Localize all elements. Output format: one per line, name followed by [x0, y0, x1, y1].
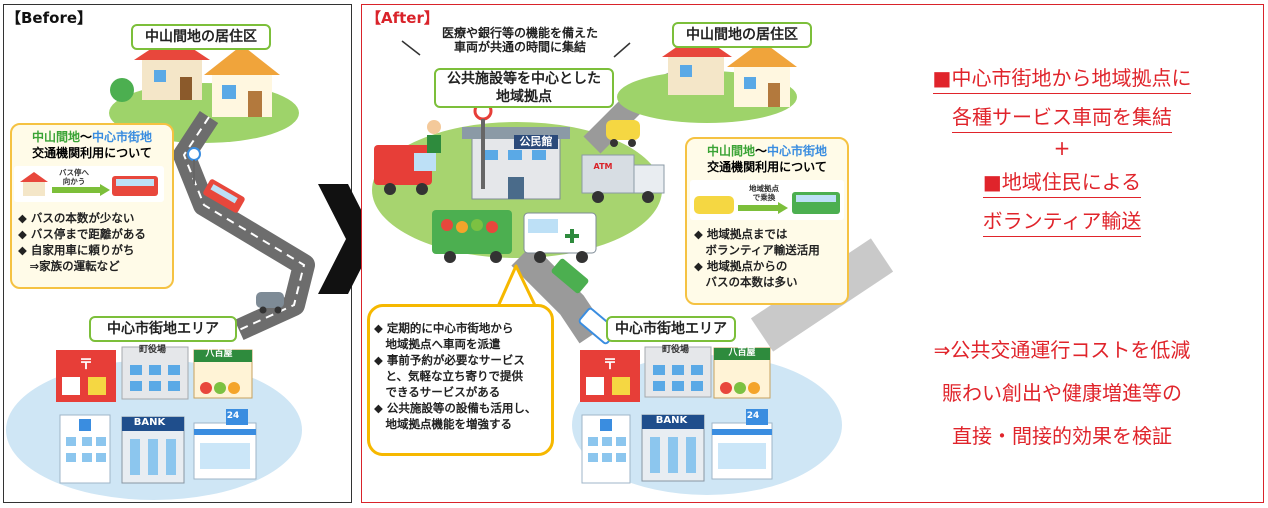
before-bullet: ◆ バス停まで距離がある	[18, 227, 146, 241]
convenience-store-icon	[193, 409, 257, 480]
after-bullet: ◆ 地域拠点までは	[694, 227, 788, 241]
town-hall-icon	[121, 346, 189, 400]
after-bullet: ◆ 地域拠点からの	[694, 259, 788, 273]
post-truck-icon	[374, 145, 436, 195]
before-town-hall-sign: 町役場	[138, 345, 166, 355]
arrow-head	[100, 184, 110, 196]
before-city-label: 中心市街地エリア	[89, 316, 237, 342]
summary-result-section: ⇒公共交通運行コストを低減 賑わい創出や健康増進等の 直接・間接的効果を検証	[872, 334, 1252, 449]
small-house-icon	[20, 172, 48, 196]
speech-bullet: ◆ 事前予約が必要なサービス	[374, 353, 525, 367]
summary-line6: 賑わい創出や健康増進等の	[942, 381, 1182, 405]
before-info-graphic	[14, 166, 164, 202]
bus-icon	[203, 179, 245, 213]
after-transfer-note: 地域拠点 で乗換	[749, 184, 779, 202]
after-town-hall-sign: 町役場	[661, 345, 689, 355]
before-store-sign: 24	[226, 411, 240, 421]
after-hub-label: 公共施設等を中心とした 地域拠点	[434, 68, 614, 108]
tree-icon	[110, 78, 134, 102]
arrow-head	[778, 202, 788, 214]
after-community-hall-sign: 公民館	[519, 135, 553, 148]
before-bullet: ◆ バスの本数が少ない	[18, 211, 135, 225]
speech-bullet: ◆ 公共施設等の設備も活用し、	[374, 401, 537, 415]
after-bullet: バスの本数は多い	[694, 275, 798, 289]
house-icon	[727, 41, 797, 107]
after-top-callout: 医療や銀行等の機能を備えた 車両が共通の時間に集結	[441, 26, 598, 54]
speech-bullet-list: ◆ 定期的に中心市街地から 地域拠点へ車両を派遣 ◆ 事前予約が必要なサービス …	[374, 320, 536, 432]
grocer-icon	[193, 349, 253, 399]
summary-line7: 直接・間接的効果を検証	[952, 424, 1172, 448]
speech-bullet: 地域拠点へ車両を派遣	[374, 337, 501, 351]
before-bank-sign: BANK	[133, 417, 166, 428]
before-bullet: ⇒家族の運転など	[18, 259, 120, 273]
summary-plus: +	[1053, 136, 1071, 160]
after-bank-sign: BANK	[655, 415, 688, 426]
post-office-icon: 〒	[580, 350, 640, 402]
road-shape	[173, 110, 315, 341]
bus-stop-sign-icon	[187, 147, 201, 184]
bus-icon	[551, 258, 589, 294]
after-bullet-list: ◆ 地域拠点までは ボランティア輸送活用 ◆ 地域拠点からの バスの本数は多い	[694, 226, 820, 290]
svg-text:〒: 〒	[79, 357, 93, 373]
grocery-truck-icon	[432, 210, 512, 263]
bank-icon	[641, 414, 705, 482]
post-office-icon: 〒	[56, 350, 116, 402]
house-icon	[134, 35, 210, 100]
hospital-icon	[59, 414, 111, 484]
before-bullet-list: ◆ バスの本数が少ない ◆ バス停まで距離がある ◆ 自家用車に頼りがち ⇒家族…	[18, 210, 146, 274]
road-line	[182, 116, 306, 331]
speech-bullet: ◆ 定期的に中心市街地から	[374, 321, 514, 335]
before-residential-label: 中山間地の居住区	[131, 24, 271, 50]
after-grocer-sign: 八百屋	[728, 348, 756, 358]
before-info-box: 中山間地〜中心市街地 交通機関利用について	[10, 123, 174, 289]
before-title: 【Before】	[6, 9, 93, 27]
after-city-label: 中心市街地エリア	[606, 316, 736, 342]
small-bus-icon	[792, 192, 840, 214]
hospital-icon	[581, 414, 631, 484]
after-atm-sign: ATM	[593, 162, 613, 171]
bank-icon	[121, 416, 185, 484]
hall-plate-shape	[514, 135, 558, 149]
speech-bullet: と、気軽な立ち寄りで提供	[374, 369, 524, 383]
summary-section: ■中心市街地から地域拠点に 各種サービス車両を集結 + ■地域住民による ボラン…	[872, 62, 1252, 237]
before-grocer-sign: 八百屋	[205, 349, 233, 359]
after-info-box: 中山間地〜中心市街地 交通機関利用について	[685, 137, 849, 305]
callout-pointer-line	[613, 42, 631, 58]
svg-text:〒: 〒	[603, 357, 617, 373]
summary-line3: ■地域住民による	[982, 170, 1142, 198]
speech-bullet: 地域拠点機能を増強する	[374, 417, 512, 431]
grocer-icon	[713, 347, 771, 399]
convenience-store-icon	[711, 409, 773, 480]
atm-truck-icon	[581, 154, 665, 203]
after-store-sign: 24	[746, 411, 760, 421]
speech-bullet: できるサービスがある	[374, 385, 501, 399]
summary-line5: ⇒公共交通運行コストを低減	[933, 338, 1191, 362]
after-residential-label: 中山間地の居住区	[672, 22, 812, 48]
town-hall-icon	[644, 346, 712, 398]
after-bullet: ボランティア輸送活用	[694, 243, 820, 257]
after-info-graphic	[690, 180, 844, 220]
after-info-header: 中山間地〜中心市街地	[706, 144, 828, 158]
after-title: 【After】	[366, 9, 439, 27]
summary-line1: ■中心市街地から地域拠点に	[932, 66, 1192, 94]
callout-pointer-line	[401, 40, 421, 56]
ambulance-icon	[523, 212, 597, 263]
before-info-header-line2: 交通機関利用について	[32, 146, 152, 160]
taxi-icon	[606, 120, 640, 147]
car-icon	[256, 292, 284, 314]
speech-bubble	[367, 304, 554, 456]
before-info-header: 中山間地〜中心市街地	[31, 130, 153, 144]
house-icon	[204, 45, 280, 117]
small-bus-icon	[112, 176, 158, 196]
before-bullet: ◆ 自家用車に頼りがち	[18, 243, 135, 257]
before-illustration: 〒	[6, 35, 315, 500]
summary-line2: 各種サービス車両を集結	[952, 105, 1172, 133]
summary-line4: ボランティア輸送	[982, 209, 1142, 237]
small-taxi-icon	[694, 196, 734, 214]
before-bus-stop-note: バス停へ 向かう	[59, 168, 89, 186]
after-illustration: 〒	[372, 33, 894, 495]
person-icon	[427, 120, 441, 153]
after-info-header-line2: 交通機関利用について	[707, 160, 827, 174]
